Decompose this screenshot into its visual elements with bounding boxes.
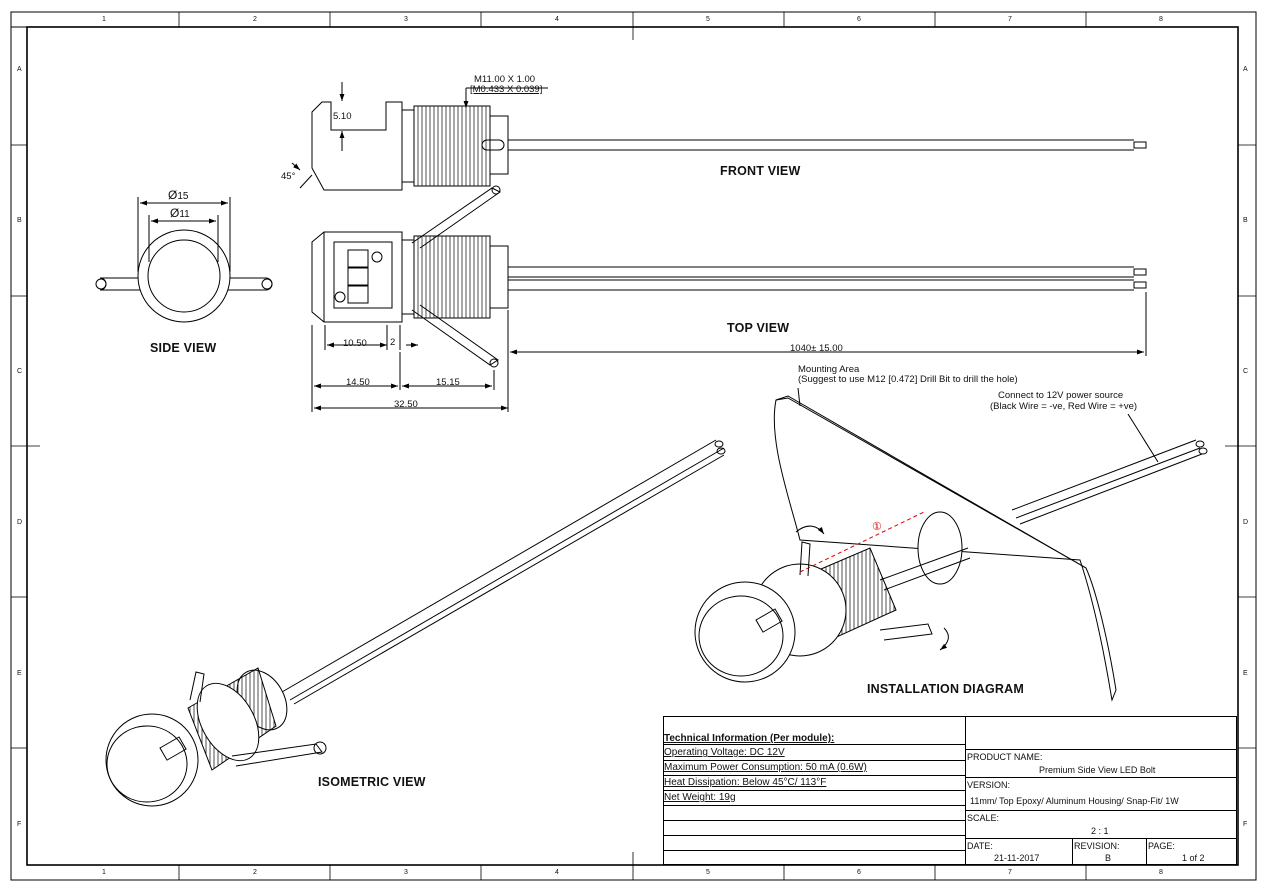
- dim-outer-diameter: Ø15: [168, 188, 189, 202]
- zone-row-c: C: [17, 368, 23, 375]
- zone-col-4: 4: [555, 16, 559, 23]
- zone-col-3-bottom: 3: [404, 869, 408, 876]
- zone-row-c-right: C: [1243, 368, 1249, 375]
- revision-value: B: [1105, 853, 1112, 863]
- zone-col-3: 3: [404, 16, 408, 23]
- zone-col-2: 2: [253, 16, 257, 23]
- drill-bit-note: (Suggest to use M12 [0.472] Drill Bit to…: [798, 374, 1018, 385]
- scale-label: SCALE:: [967, 813, 1000, 823]
- wire-length-value: 1040: [790, 343, 812, 354]
- dim-inner-diameter: Ø11: [170, 206, 190, 220]
- page-value: 1 of 2: [1182, 853, 1205, 863]
- mounting-area-label: Mounting Area: [798, 364, 860, 375]
- version-value: 11mm/ Top Epoxy/ Aluminum Housing/ Snap-…: [970, 796, 1179, 806]
- zone-col-4-bottom: 4: [555, 869, 559, 876]
- page-label: PAGE:: [1148, 841, 1175, 851]
- diameter-symbol: Ø: [170, 206, 180, 220]
- product-name-value: Premium Side View LED Bolt: [1039, 765, 1156, 775]
- installation-diagram-drawing: [694, 387, 1208, 702]
- wire-polarity-note: (Black Wire = -ve, Red Wire = +ve): [990, 401, 1138, 412]
- zone-row-a-right: A: [1243, 66, 1248, 73]
- tech-line-power: Maximum Power Consumption: 50 mA (0.6W): [664, 762, 867, 773]
- zone-row-e: E: [17, 670, 22, 677]
- scale-value: 2 : 1: [1091, 826, 1109, 836]
- zone-col-6: 6: [857, 16, 861, 23]
- dim-10-50: 10.50: [343, 338, 367, 349]
- front-view-drawing: [291, 82, 1147, 191]
- dim-15-15: 15.15: [436, 377, 460, 388]
- step-marker: ①: [872, 521, 882, 533]
- side-view-drawing: [95, 197, 273, 323]
- zone-row-f-right: F: [1243, 821, 1248, 828]
- inner-diameter-value: 11: [179, 209, 190, 220]
- zone-row-f: F: [17, 821, 22, 828]
- zone-col-5-bottom: 5: [706, 869, 710, 876]
- zone-col-5: 5: [706, 16, 710, 23]
- power-source-label: Connect to 12V power source: [998, 390, 1124, 401]
- tech-line-voltage: Operating Voltage: DC 12V: [664, 747, 785, 758]
- dim-2: 2: [390, 337, 396, 348]
- zone-row-d-right: D: [1243, 519, 1249, 526]
- top-view-title: TOP VIEW: [727, 321, 790, 335]
- zone-col-6-bottom: 6: [857, 869, 861, 876]
- dim-32-50: 32.50: [394, 399, 418, 410]
- zone-col-1-bottom: 1: [102, 869, 106, 876]
- zone-row-d: D: [17, 519, 23, 526]
- dim-chamfer: 45°: [281, 171, 296, 182]
- tech-line-heat: Heat Dissipation: Below 45°C/ 113°F: [664, 777, 827, 788]
- zone-row-b-right: B: [1243, 217, 1248, 224]
- zone-col-8: 8: [1159, 16, 1163, 23]
- top-view-drawing: [311, 185, 1147, 412]
- installation-diagram-title: INSTALLATION DIAGRAM: [867, 682, 1024, 696]
- version-label: VERSION:: [967, 780, 1011, 790]
- dim-depth: 5.10: [333, 111, 352, 122]
- outer-diameter-value: 15: [177, 191, 189, 202]
- wire-length-tolerance: ± 15.00: [811, 343, 843, 354]
- dim-wire-length: 1040± 15.00: [790, 343, 843, 354]
- date-value: 21-11-2017: [994, 853, 1040, 863]
- thread-spec-metric: M11.00 X 1.00: [474, 74, 536, 85]
- thread-spec-imperial: [M0.433 X 0.039]: [470, 84, 543, 95]
- isometric-view-title: ISOMETRIC VIEW: [318, 775, 426, 789]
- zone-col-1: 1: [102, 16, 106, 23]
- product-name-label: PRODUCT NAME:: [967, 752, 1043, 762]
- date-label: DATE:: [967, 841, 993, 851]
- sheet-frame: [10, 11, 1257, 881]
- diameter-symbol: Ø: [168, 188, 178, 202]
- zone-row-e-right: E: [1243, 670, 1248, 677]
- zone-col-7-bottom: 7: [1008, 869, 1012, 876]
- zone-col-2-bottom: 2: [253, 869, 257, 876]
- tech-line-weight: Net Weight: 19g: [664, 792, 736, 803]
- revision-label: REVISION:: [1074, 841, 1120, 851]
- zone-col-8-bottom: 8: [1159, 869, 1163, 876]
- title-block: Technical Information (Per module): Oper…: [663, 716, 1237, 865]
- front-view-title: FRONT VIEW: [720, 164, 801, 178]
- zone-col-7: 7: [1008, 16, 1012, 23]
- zone-row-a: A: [17, 66, 22, 73]
- side-view-title: SIDE VIEW: [150, 341, 217, 355]
- dim-14-50: 14.50: [346, 377, 370, 388]
- tech-info-heading: Technical Information (Per module):: [664, 733, 835, 744]
- isometric-view-drawing: [105, 439, 726, 807]
- zone-row-b: B: [17, 217, 22, 224]
